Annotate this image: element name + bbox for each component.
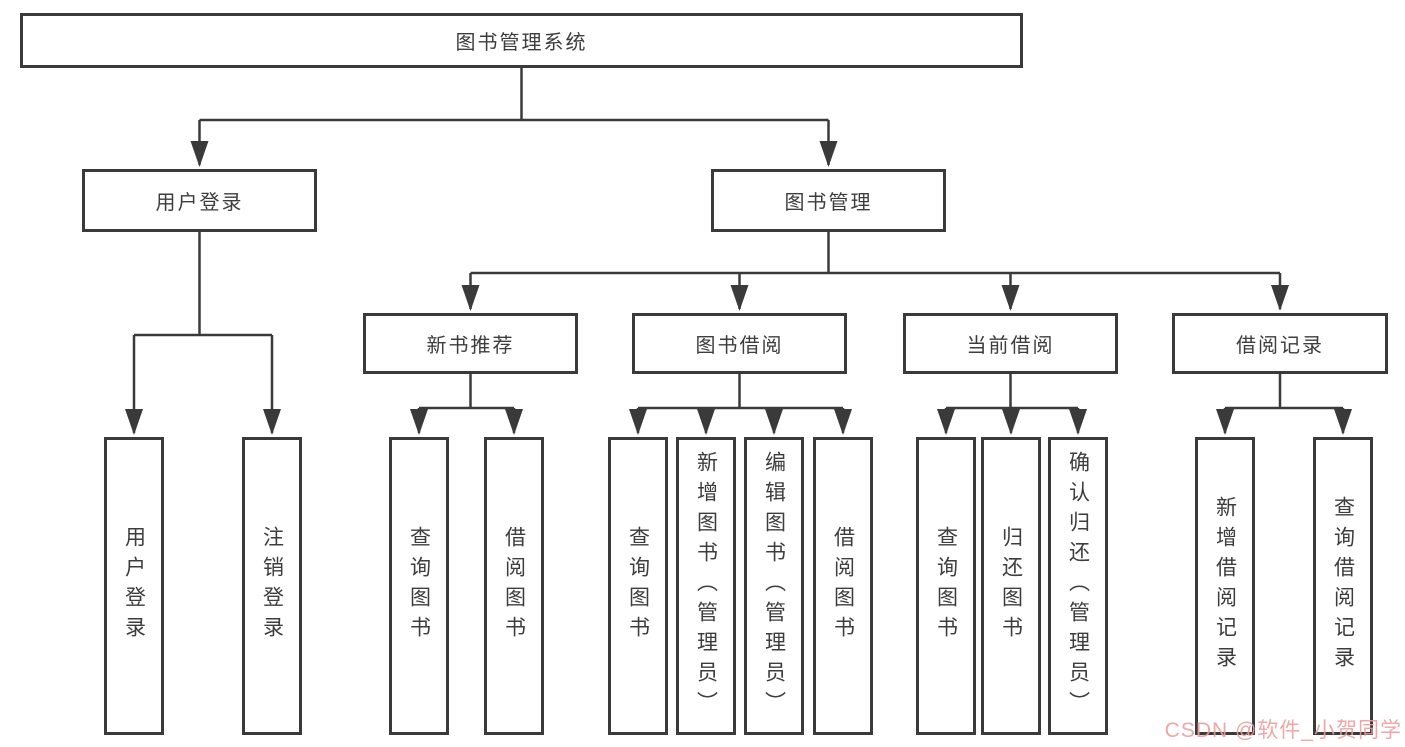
node-leaf-cb-query-books: 查询图书 (916, 437, 976, 735)
node-leaf-rec-query-books: 查询图书 (389, 437, 449, 735)
node-borrowing-records-label: 借阅记录 (1236, 335, 1324, 357)
watermark: CSDN @软件_小贺同学 (1164, 719, 1402, 742)
node-leaf-cb-confirm-return-admin-label: 确认归还（管理员） (1066, 451, 1090, 721)
node-leaf-cb-query-books-label: 查询图书 (934, 526, 958, 646)
node-user-login: 用户登录 (82, 169, 317, 232)
node-leaf-bb-query-books-label: 查询图书 (626, 526, 650, 646)
node-user-login-label: 用户登录 (155, 192, 244, 214)
node-book-management: 图书管理 (711, 169, 946, 232)
node-leaf-rec-query-books-label: 查询图书 (407, 526, 431, 646)
node-leaf-bb-edit-books-admin-label: 编辑图书（管理员） (762, 451, 786, 721)
node-new-book-recommendation: 新书推荐 (363, 313, 578, 374)
node-leaf-cb-confirm-return-admin: 确认归还（管理员） (1048, 437, 1108, 735)
node-current-borrowing-label: 当前借阅 (966, 335, 1055, 357)
node-leaf-user-login-label: 用户登录 (122, 526, 146, 646)
node-leaf-bb-borrow-books-label: 借阅图书 (831, 526, 855, 646)
node-leaf-cb-return-books-label: 归还图书 (999, 526, 1023, 646)
node-borrowing-records: 借阅记录 (1172, 313, 1388, 374)
node-leaf-logout: 注销登录 (242, 437, 302, 735)
node-leaf-br-query-record: 查询借阅记录 (1313, 437, 1373, 735)
node-leaf-rec-borrow-books-label: 借阅图书 (502, 526, 526, 646)
node-library-management-system: 图书管理系统 (20, 13, 1023, 68)
node-book-borrowing-label: 图书借阅 (695, 335, 784, 357)
node-leaf-bb-add-books-admin: 新增图书（管理员） (676, 437, 736, 735)
node-current-borrowing: 当前借阅 (903, 313, 1118, 374)
node-book-borrowing: 图书借阅 (632, 313, 847, 374)
node-leaf-bb-edit-books-admin: 编辑图书（管理员） (744, 437, 804, 735)
node-new-book-recommendation-label: 新书推荐 (426, 335, 515, 357)
node-leaf-br-add-record-label: 新增借阅记录 (1213, 496, 1237, 676)
node-leaf-bb-query-books: 查询图书 (608, 437, 668, 735)
node-leaf-cb-return-books: 归还图书 (981, 437, 1041, 735)
node-leaf-br-add-record: 新增借阅记录 (1195, 437, 1255, 735)
node-leaf-logout-label: 注销登录 (260, 526, 284, 646)
node-library-management-system-label: 图书管理系统 (455, 32, 588, 54)
node-book-management-label: 图书管理 (784, 192, 873, 214)
node-leaf-bb-borrow-books: 借阅图书 (813, 437, 873, 735)
node-leaf-user-login: 用户登录 (104, 437, 164, 735)
node-leaf-rec-borrow-books: 借阅图书 (484, 437, 544, 735)
node-leaf-br-query-record-label: 查询借阅记录 (1331, 496, 1355, 676)
node-leaf-bb-add-books-admin-label: 新增图书（管理员） (694, 451, 718, 721)
